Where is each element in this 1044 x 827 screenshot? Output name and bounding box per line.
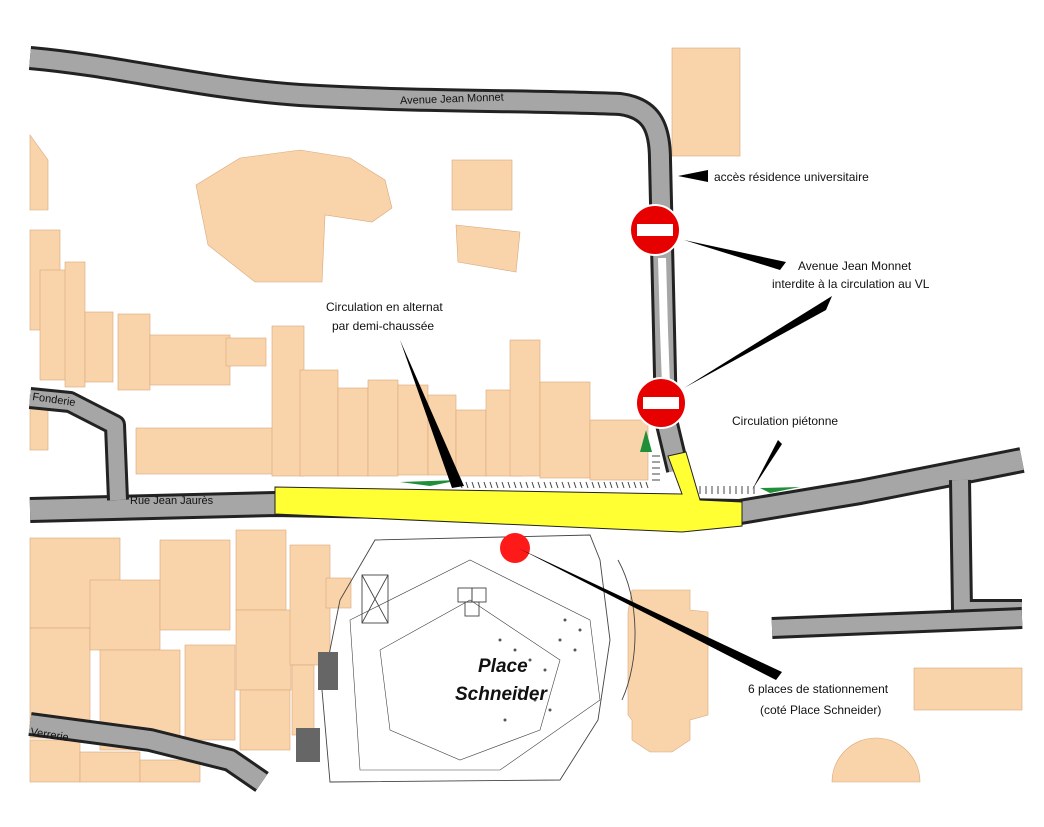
no-entry-icon	[635, 377, 687, 429]
parking-dot-icon	[500, 533, 530, 563]
annotation-alternat-line2: par demi-chaussée	[332, 319, 434, 333]
annotation-alternat-line1: Circulation en alternat	[326, 300, 443, 314]
street-label-verrerie: Verrerie	[30, 726, 70, 744]
annotation-interdite-line1: Avenue Jean Monnet	[798, 259, 912, 273]
street-label-fonderie: Fonderie	[32, 391, 77, 409]
annotation-parking-line2: (coté Place Schneider)	[760, 703, 881, 717]
roads	[28, 46, 1025, 792]
tactile-paving	[296, 652, 338, 762]
street-label-jean-jaures: Rue Jean Jaurès	[130, 495, 214, 507]
parking-spaces	[498, 618, 582, 722]
street-label-jean-monnet: Avenue Jean Monnet	[400, 91, 504, 107]
annotation-parking-line1: 6 places de stationnement	[748, 682, 889, 696]
place-name-line2: Schneider	[455, 684, 548, 705]
work-zone	[274, 451, 743, 533]
annotation-pietonne: Circulation piétonne	[732, 414, 838, 428]
buildings	[29, 47, 1023, 783]
callout-pointers	[400, 170, 832, 680]
place-schneider-outline	[321, 534, 636, 783]
annotation-residence: accès résidence universitaire	[714, 170, 869, 184]
annotation-interdite-line2: interdite à la circulation au VL	[772, 277, 930, 291]
green-marks	[400, 430, 800, 493]
no-entry-icon	[629, 204, 681, 256]
place-name-line1: Place	[478, 656, 528, 677]
